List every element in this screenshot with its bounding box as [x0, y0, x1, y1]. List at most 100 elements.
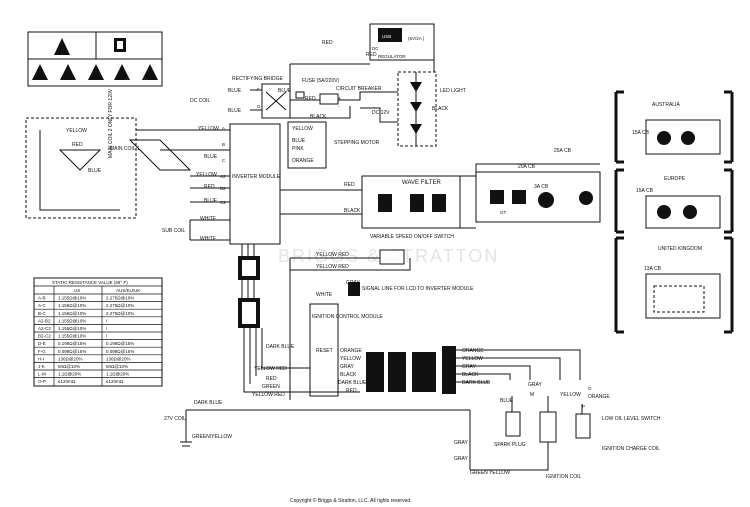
wire-label-red: RED	[305, 96, 316, 102]
table-cell-terminals: L-M	[38, 372, 46, 377]
wire-label-yellow: YELLOW	[196, 172, 217, 178]
connector-a	[366, 352, 384, 392]
fuse	[295, 91, 305, 99]
wire-label-green-yellow: GREEN/YELLOW	[192, 434, 232, 440]
rectifying-bridge-label: RECTIFYING BRIDGE	[232, 76, 284, 82]
table-cell-terminals: H-I	[38, 356, 44, 361]
table-cell-value: 1.155Ω@10%	[58, 303, 86, 308]
main-coil-1-label: MAIN COIL 1	[110, 146, 140, 152]
copyright: Copyright © Briggs & Stratton, LLC. All …	[290, 497, 412, 504]
table-cell-value: 1.1Ω@20%	[106, 372, 129, 377]
wire-label-pink: PINK	[292, 146, 304, 152]
wire-label-gray: GRAY	[454, 456, 468, 462]
usb-dc-label: DC	[372, 46, 379, 51]
wire-label-black: BLACK	[432, 106, 449, 112]
resistance-header-us: US	[74, 288, 80, 293]
table-cell-terminals: D-E	[38, 341, 46, 346]
cb-13a-uk-label: 13A CB	[644, 266, 662, 272]
hot-surface-icon	[114, 64, 130, 80]
signal-connector	[348, 282, 360, 296]
wire-label-red: RED	[266, 376, 277, 382]
wire-label-gray: GRAY	[454, 440, 468, 446]
table-cell-value: 2.275Ω@10%	[106, 311, 134, 316]
table-cell-value: /	[106, 334, 108, 339]
wire-label-blue: BLUE	[500, 398, 514, 404]
wire-label-yellow-red: YELLOW RED	[254, 366, 287, 372]
wire-label-yellow-red: YELLOW RED	[316, 264, 349, 270]
terminal-plus: +	[338, 96, 341, 102]
wire-label-orange: ORANGE	[340, 348, 362, 354]
europe-panel: EUROPE 15A CB	[614, 168, 734, 234]
usb-regulator: USB (5V/2A ) DC REGULATOR	[369, 23, 435, 61]
fire-hazard-icon	[60, 64, 76, 80]
wire-label-black: BLACK	[344, 208, 361, 214]
terminal-o-label: O	[588, 386, 592, 391]
terminal-m-label: M	[530, 392, 534, 398]
connector-stack	[238, 244, 260, 328]
wire-label-yellow-red: YELLOW RED	[252, 392, 285, 398]
table-cell-value: 50Ω@10%	[106, 364, 128, 369]
table-cell-terminals: B2-C2	[38, 334, 51, 339]
table-cell-terminals: J-K	[38, 364, 45, 369]
resistance-table: STATIC RESISTANCE VALUE (68° F) US AUS/E…	[33, 277, 163, 387]
table-cell-terminals: O-P	[38, 379, 46, 384]
wire-label-blue: BLUE	[292, 138, 306, 144]
main-coil-2: MAIN COIL 2 ONLY FOR 120V YELLOW RED BLU…	[25, 88, 137, 219]
terminal-b-label: B	[222, 142, 225, 147]
table-cell-terminals: A2-C2	[38, 326, 51, 331]
table-cell-value: 0.098Ω@15%	[58, 349, 86, 354]
svg-text:!: !	[60, 45, 63, 55]
wire-label-yellow-red: YELLOW RED	[316, 252, 349, 258]
table-cell-value: ≤120mΩ	[106, 379, 124, 384]
table-cell-value: 50Ω@10%	[58, 364, 80, 369]
wire-label-blue: BLUE	[204, 198, 218, 204]
wire-label-white: WHITE	[200, 236, 217, 242]
wire-label-yellow: YELLOW	[66, 128, 87, 134]
wire-label-white: WHITE	[200, 216, 217, 222]
dc12v-label: DC 12V	[372, 110, 390, 116]
variable-speed-label: VARIABLE SPEED ON/OFF SWITCH	[370, 234, 454, 240]
connector-c	[412, 352, 436, 392]
wire-label-red: RED	[204, 184, 215, 190]
table-cell-value: 2.275Ω@10%	[106, 296, 134, 301]
ignition-coil	[539, 411, 557, 443]
table-cell-value: 130Ω@20%	[58, 356, 82, 361]
table-cell-value: /	[106, 318, 108, 323]
usb-regulator-label: REGULATOR	[378, 54, 406, 59]
stepping-motor-label: STEPPING MOTOR	[334, 140, 380, 146]
australia-label: AUSTRALIA	[652, 102, 680, 108]
table-cell-terminals: F-G	[38, 349, 46, 354]
cb-15a-au-label: 15A CB	[632, 130, 650, 136]
wire-label-blue: BLUE	[88, 168, 102, 174]
terminal-p-label: P	[582, 404, 585, 409]
connector-b	[388, 352, 406, 392]
wire-label-blue: BLUE	[228, 88, 242, 94]
table-cell-value: 0.098Ω@15%	[106, 349, 134, 354]
wire-label-black: BLACK	[310, 114, 327, 120]
wire-label-yellow: YELLOW	[292, 126, 313, 132]
table-cell-value: /	[106, 326, 108, 331]
wire-label-gray: GRAY	[528, 382, 542, 388]
table-cell-value: 2.275Ω@10%	[106, 303, 134, 308]
wire-label-yellow: YELLOW	[340, 356, 361, 362]
reset-label: RESET	[316, 348, 333, 354]
terminal-g-label: G	[257, 104, 261, 109]
wire-label-gray: GRAY	[340, 364, 354, 370]
wire-label-orange: ORANGE	[292, 158, 314, 164]
wire-label-orange: ORANGE	[462, 348, 484, 354]
table-cell-value: 1.155Ω@10%	[58, 334, 86, 339]
led-light: LED LIGHT	[397, 71, 466, 147]
ignition-control-label: IGNITION CONTROL MODULE	[312, 314, 383, 320]
wire-label-red: RED	[322, 40, 333, 46]
table-cell-value: ≤120mΩ	[58, 379, 76, 384]
warning-triangle-icon	[54, 38, 70, 55]
wire-label-yellow: YELLOW	[198, 126, 219, 132]
circuit-breaker	[319, 93, 339, 105]
wire-label-blue: BLUE	[228, 108, 242, 114]
low-oil-label: LOW OIL LEVEL SWITCH	[602, 416, 661, 422]
wire-label-red: RED	[346, 388, 357, 394]
wire-label-black: BLACK	[462, 372, 479, 378]
terminal-a-label: A	[222, 126, 225, 131]
wire-label-blue: BLUE	[204, 154, 218, 160]
